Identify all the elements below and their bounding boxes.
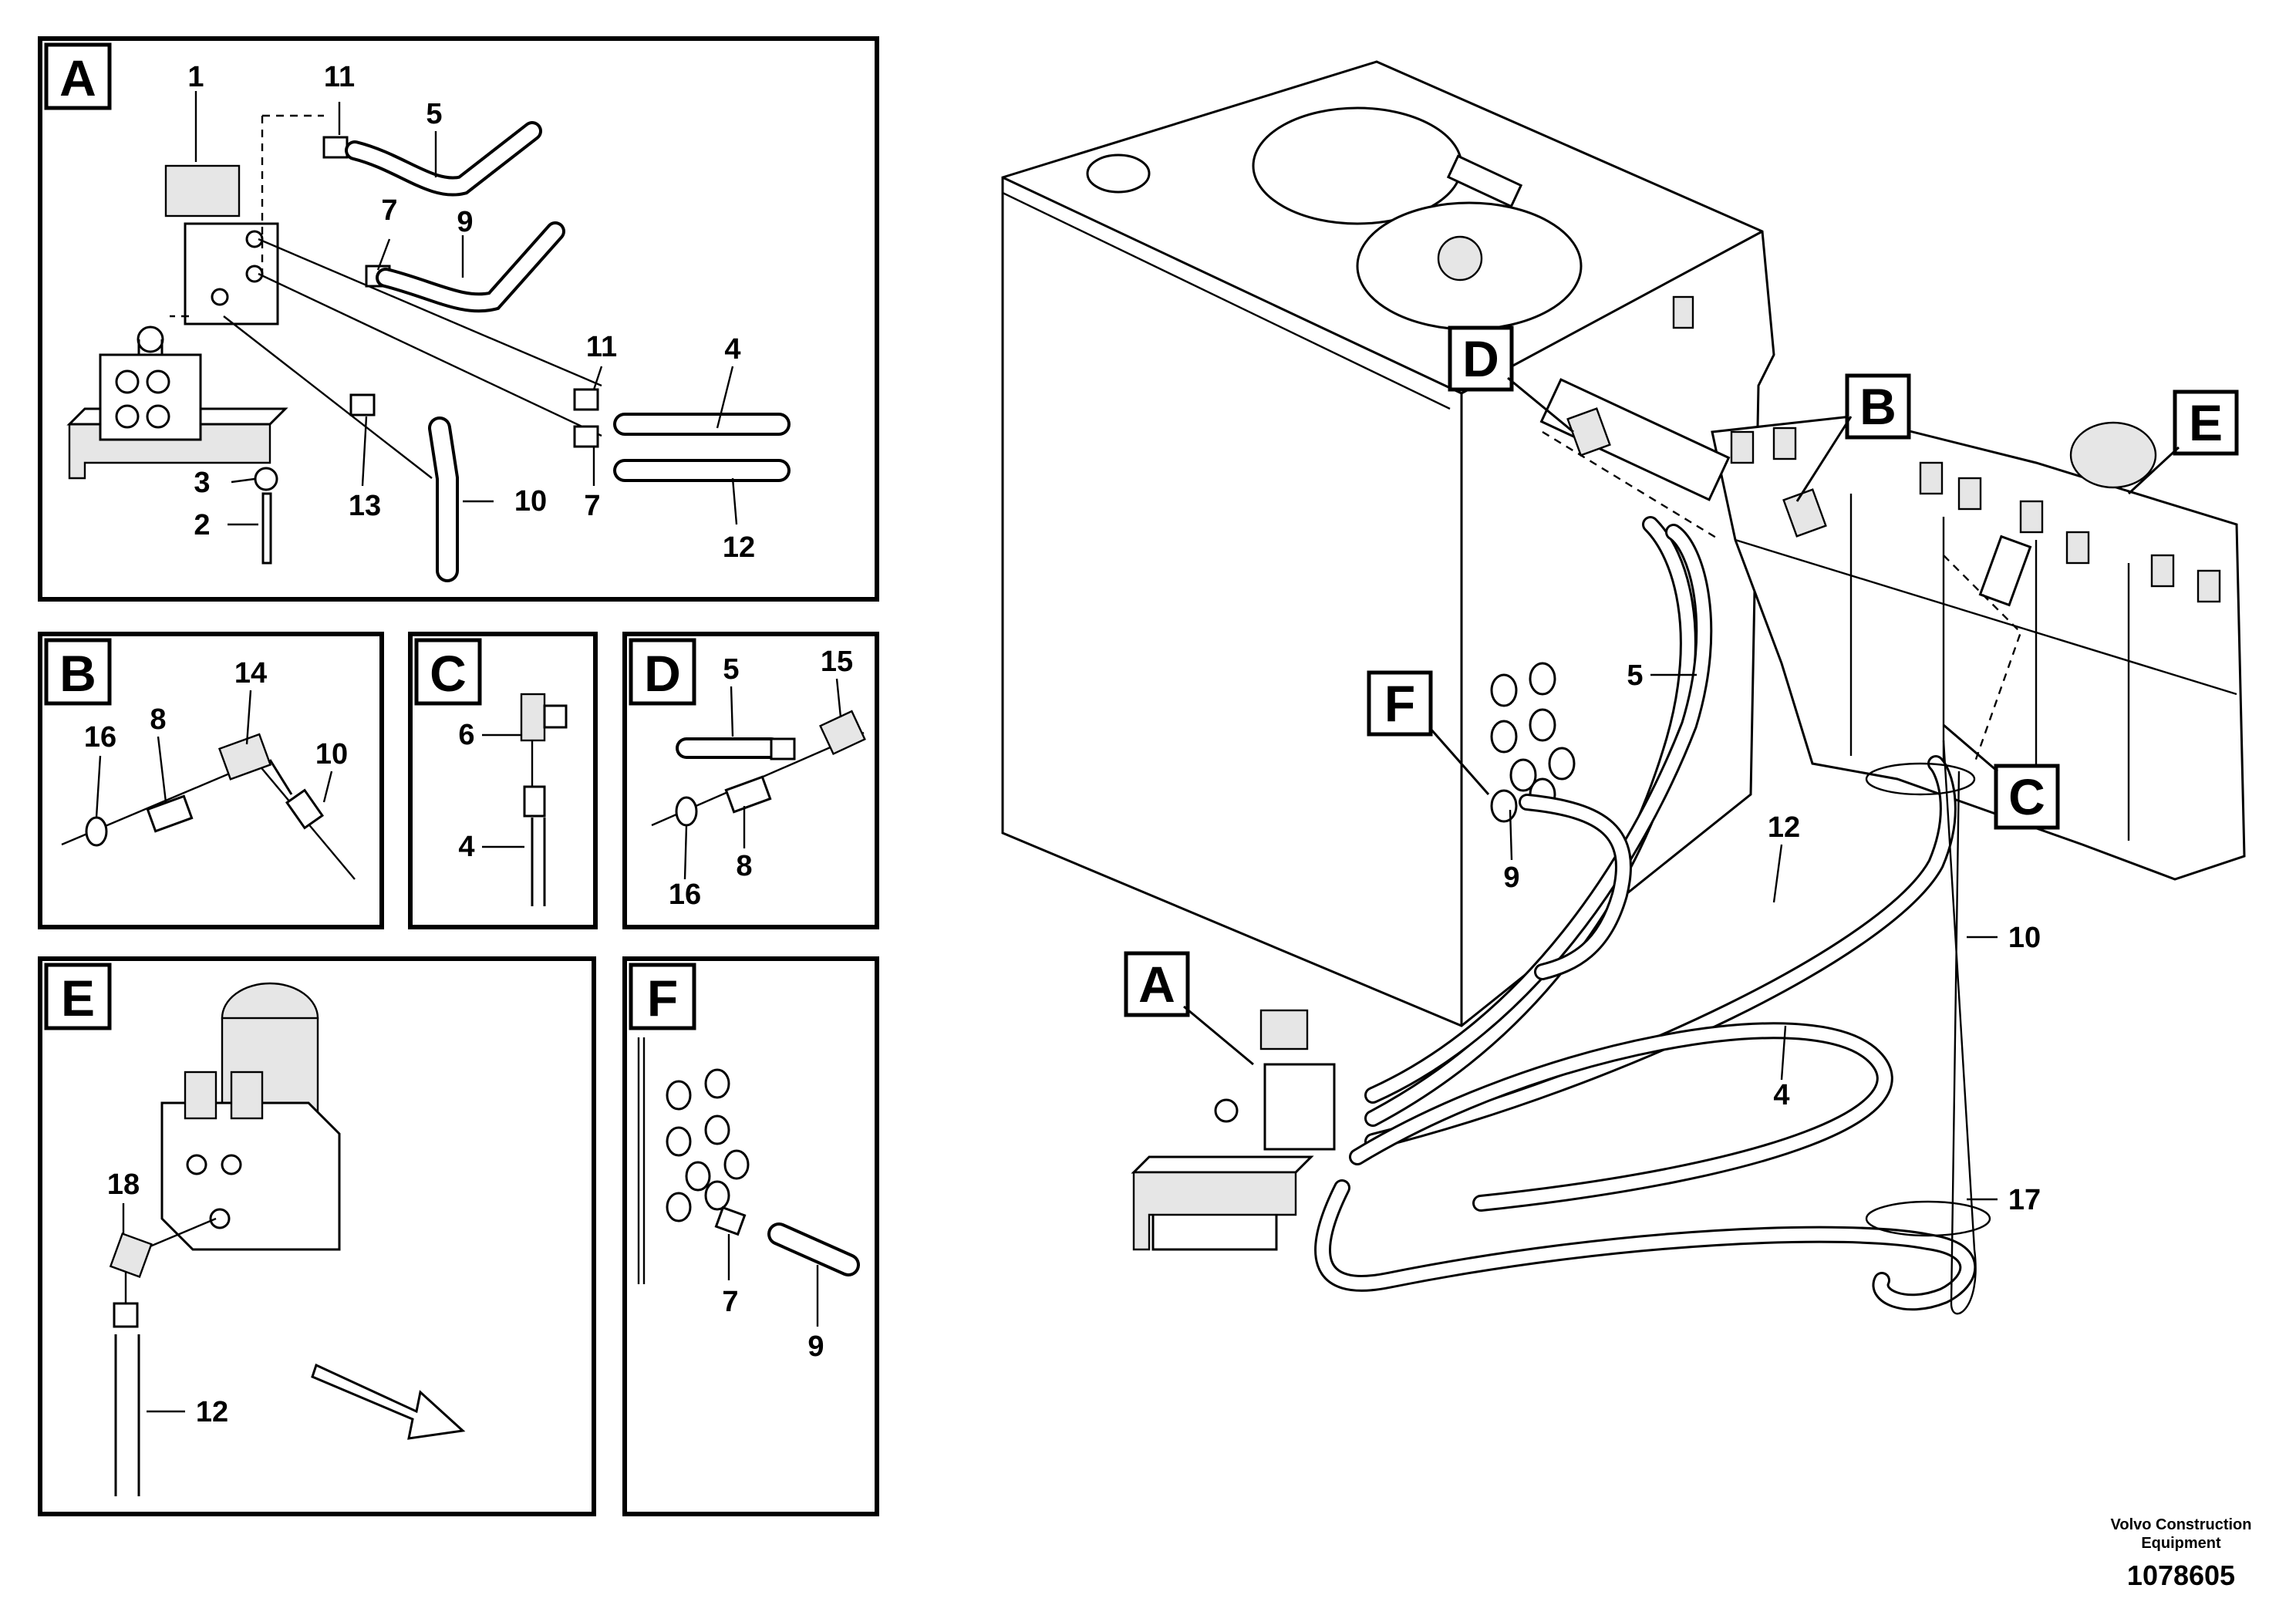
callout-7: 7 [381,194,397,227]
main-callouts: 5 9 12 10 4 17 [1503,659,2041,1216]
callout-15: 15 [821,646,853,678]
callout-12-e: 12 [196,1396,228,1428]
callout-16-d: 16 [669,878,701,911]
main-letter-a: A [1138,956,1175,1013]
company-line-1: Volvo Construction [2111,1516,2252,1533]
lifting-eye [137,325,164,353]
callout-9: 9 [457,206,473,238]
callout-17: 17 [2008,1184,2041,1216]
panel-f-letter: F [647,969,678,1027]
callout-16: 16 [84,721,116,754]
callout-12-main: 12 [1768,811,1800,844]
accumulator-main [2069,421,2157,489]
panel-c-callouts: 6 4 [458,719,524,863]
panel-e-letter: E [61,969,95,1027]
callout-9-main: 9 [1503,862,1519,894]
callout-2: 2 [194,509,210,541]
callout-14: 14 [234,657,267,690]
valve-body-main [1263,1063,1336,1151]
callout-10-main: 10 [2008,922,2041,954]
manifold-block [99,353,202,441]
callout-12: 12 [723,531,755,564]
callout-8: 8 [150,703,166,736]
hydraulic-tank [1001,60,1775,1027]
callout-5-d: 5 [723,653,739,686]
panel-b-callouts: 14 8 16 10 [84,657,348,818]
callout-4-c: 4 [458,831,474,863]
detail-panel-c: C [408,632,598,929]
callout-7-f: 7 [722,1286,738,1318]
callout-3: 3 [194,467,210,499]
callout-7-b: 7 [584,490,600,522]
callout-11-b: 11 [586,331,617,363]
callout-8-d: 8 [736,850,752,882]
callout-11: 11 [324,61,355,93]
callout-4: 4 [724,333,740,366]
callout-18: 18 [107,1168,140,1201]
detail-panel-d: D [622,632,879,929]
detail-panel-f: F [622,956,879,1516]
panel-d-callouts: 5 15 8 16 [669,646,853,911]
main-letter-f: F [1384,675,1415,732]
main-letter-b: B [1859,378,1896,435]
callout-5: 5 [426,98,442,130]
control-valve-assembly [1711,415,2246,881]
callout-13: 13 [349,490,381,522]
callout-10: 10 [514,485,547,518]
detail-panel-a: A [38,36,879,602]
callout-9-f: 9 [807,1330,824,1363]
panel-c-letter: C [430,645,467,702]
callout-6: 6 [458,719,474,751]
tee-fitting [520,693,546,742]
direction-arrow [311,1363,466,1440]
panel-f-callouts: 7 9 [722,1286,824,1363]
panel-a-letter: A [59,49,96,106]
callout-4-main: 4 [1773,1079,1789,1111]
drawing-number: 1078605 [2127,1560,2235,1591]
panel-a-callouts: 1 11 5 7 9 11 4 7 12 13 10 3 2 [187,61,755,564]
main-letter-d: D [1462,330,1499,387]
callout-5-main: 5 [1627,659,1643,692]
valve-body [184,222,279,325]
main-letter-c: C [2008,768,2045,825]
callout-10-b: 10 [315,738,348,771]
hose-bundle [1314,516,1991,1315]
detail-panel-e: E [38,956,596,1516]
panel-e-callouts: 18 12 [107,1168,228,1428]
company-line-2: Equipment [2141,1535,2221,1552]
solenoid-coil [164,164,241,218]
panel-d-letter: D [644,645,681,702]
callout-1: 1 [187,61,204,93]
footer: Volvo Construction Equipment 1078605 [2111,1516,2252,1591]
valve-block-e [160,1101,341,1251]
main-assembly-view: D B E F C A [1001,60,2246,1315]
detail-panel-b: B [38,632,384,929]
main-letter-e: E [2189,394,2223,451]
panel-b-letter: B [59,645,96,702]
